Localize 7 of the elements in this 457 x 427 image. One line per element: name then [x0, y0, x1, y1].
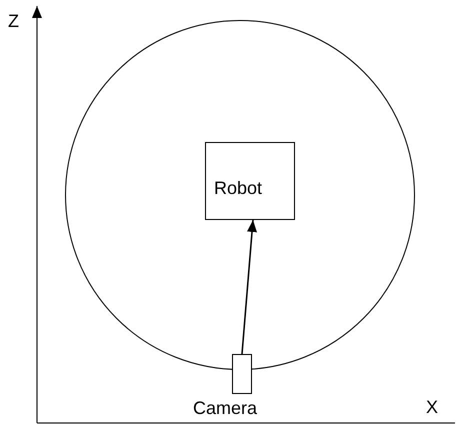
arrow [241, 220, 257, 354]
axis-label: Z [8, 12, 19, 30]
robot-label: Robot [214, 179, 262, 197]
robot-box [205, 142, 295, 220]
axis-label: X [426, 398, 438, 416]
circle-outline [65, 20, 415, 370]
camera-label: Camera [193, 399, 258, 417]
